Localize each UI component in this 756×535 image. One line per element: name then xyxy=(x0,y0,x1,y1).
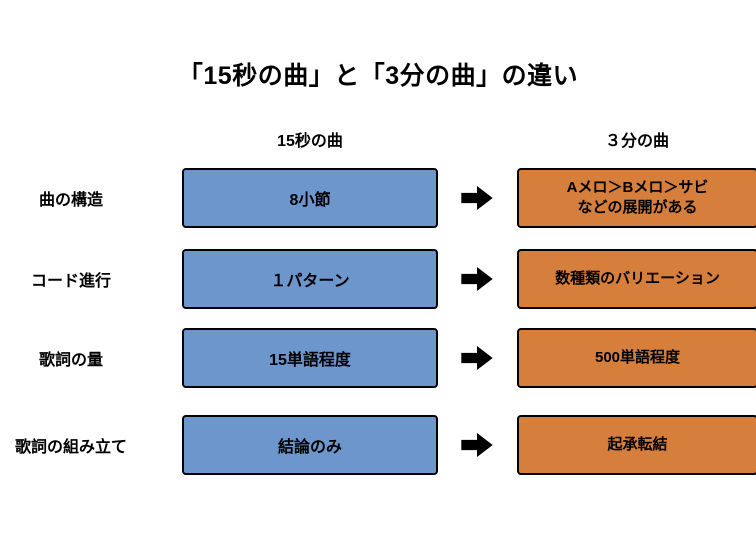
row-lyrics-amount: 歌詞の量 15単語程度 500単語程度 xyxy=(0,328,756,388)
row-chord-progression: コード進行 １パターン 数種類のバリエーション xyxy=(0,249,756,309)
right-value-box: 500単語程度 xyxy=(517,328,756,388)
diagram-title: 「15秒の曲」と「3分の曲」の違い xyxy=(177,62,579,90)
left-value-text: 8小節 xyxy=(289,192,331,209)
right-block-arrow-icon xyxy=(461,346,493,370)
row-lyrics-construction: 歌詞の組み立て 結論のみ 起承転結 xyxy=(0,415,756,475)
left-value-text: 結論のみ xyxy=(277,439,342,456)
right-value-box: 起承転結 xyxy=(517,415,756,475)
column-header-3min-song: ３分の曲 xyxy=(604,133,669,150)
column-header-15sec-song: 15秒の曲 xyxy=(277,133,343,150)
left-value-box: 15単語程度 xyxy=(182,328,438,388)
row-label: コード進行 xyxy=(30,273,111,290)
right-value-text: 起承転結 xyxy=(607,436,668,453)
right-value-text: Aメロ＞Bメロ＞サビ などの展開がある xyxy=(566,179,709,216)
left-value-box: 結論のみ xyxy=(182,415,438,475)
left-value-text: １パターン xyxy=(270,273,350,290)
right-value-box: Aメロ＞Bメロ＞サビ などの展開がある xyxy=(517,168,756,228)
left-value-box: １パターン xyxy=(182,249,438,309)
right-block-arrow-icon xyxy=(461,186,493,210)
left-value-text: 15単語程度 xyxy=(269,352,351,369)
row-label: 曲の構造 xyxy=(38,192,103,209)
right-block-arrow-icon xyxy=(461,267,493,291)
left-value-box: 8小節 xyxy=(182,168,438,228)
right-block-arrow-icon xyxy=(461,433,493,457)
right-value-text: 数種類のバリエーション xyxy=(555,270,720,287)
row-label: 歌詞の量 xyxy=(38,352,103,369)
row-label: 歌詞の組み立て xyxy=(14,439,127,456)
right-value-text: 500単語程度 xyxy=(594,349,681,366)
right-value-box: 数種類のバリエーション xyxy=(517,249,756,309)
row-song-structure: 曲の構造 8小節 Aメロ＞Bメロ＞サビ などの展開がある xyxy=(0,168,756,228)
